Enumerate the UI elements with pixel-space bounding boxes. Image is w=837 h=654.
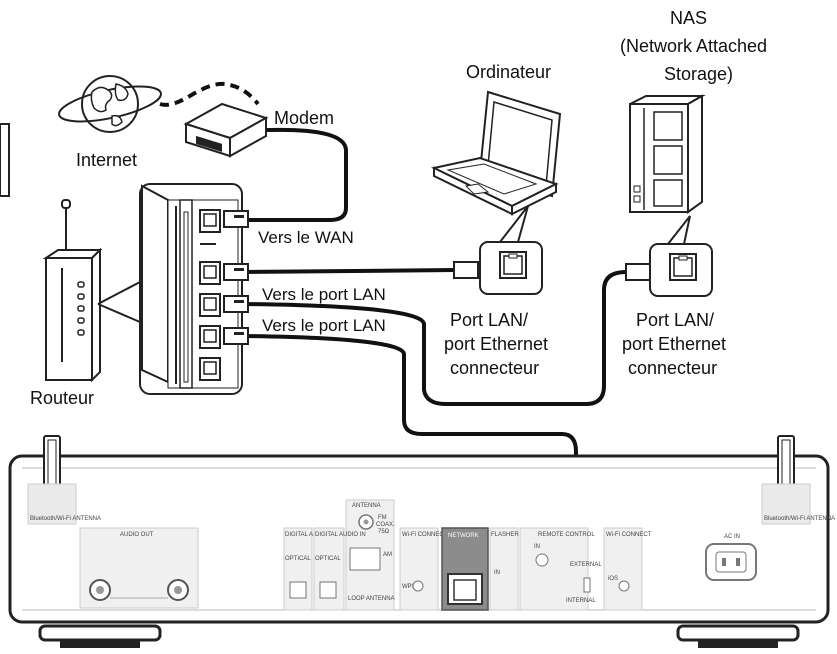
bt-right-label: Bluetooth/Wi-Fi ANTENNA xyxy=(764,516,835,522)
receiver-rear-panel: Bluetooth/Wi-Fi ANTENNA Bluetooth/Wi-Fi … xyxy=(8,435,835,648)
loop-antenna-label: LOOP ANTENNA xyxy=(348,596,395,602)
connector-lan-nas xyxy=(223,295,249,313)
antenna-label: ANTENNA xyxy=(352,503,381,509)
nas-port-label-line1: Port LAN/ xyxy=(636,310,714,330)
nas-tower-icon xyxy=(629,94,706,214)
bt-left-label: Bluetooth/Wi-Fi ANTENNA xyxy=(30,516,101,522)
external-label: EXTERNAL xyxy=(570,562,602,568)
nas-sub-label-1: (Network Attached xyxy=(620,36,767,56)
connector-lan-pc xyxy=(223,263,249,281)
wps-label: WPS xyxy=(402,584,416,590)
to-lan-label-2: Vers le port LAN xyxy=(262,316,386,335)
optical-in-port xyxy=(319,581,337,599)
am-terminal xyxy=(349,547,381,571)
nas-label: NAS xyxy=(670,8,707,28)
modem-label: Modem xyxy=(274,108,334,128)
wifi-connect-left-label: Wi-Fi CONNECT xyxy=(402,532,448,538)
connector-nas-end xyxy=(625,263,651,281)
connector-wan xyxy=(223,210,249,228)
cable-modem-wan xyxy=(242,127,348,222)
ohm-label: 75Ω xyxy=(378,529,390,535)
router-icon xyxy=(42,199,103,383)
laptop-icon xyxy=(430,90,562,216)
remote-in-jack xyxy=(535,553,549,567)
wps-button xyxy=(412,580,424,592)
to-lan-label-1: Vers le port LAN xyxy=(262,285,386,304)
pc-lan-port-callout xyxy=(479,205,543,295)
page-tab-marker xyxy=(0,123,10,197)
am-label: AM xyxy=(383,552,392,558)
zoom-line-top xyxy=(97,281,141,305)
wifi-connect-right-label: Wi-Fi CONNECT xyxy=(606,532,652,538)
pc-port-label-line3: connecteur xyxy=(450,358,539,378)
coax-label: COAX. xyxy=(376,522,395,528)
receiver-foot-left xyxy=(38,624,162,642)
computer-label: Ordinateur xyxy=(466,62,551,82)
remote-in-label: IN xyxy=(534,544,540,550)
internet-modem-dashed-link xyxy=(159,81,260,107)
zoom-line-bottom xyxy=(97,303,141,323)
network-label: NETWORK xyxy=(448,533,479,539)
flasher-in-label: IN xyxy=(494,570,500,576)
nas-sub-label-2: Storage) xyxy=(664,64,733,84)
nas-lan-port-callout xyxy=(649,215,713,297)
optical-in-label: OPTICAL xyxy=(315,556,341,562)
flasher-label: FLASHER xyxy=(491,532,519,538)
connector-lan-receiver xyxy=(223,327,249,345)
ac-in-label: AC IN xyxy=(724,534,740,540)
pc-port-label-line1: Port LAN/ xyxy=(450,310,528,330)
optical-out-port xyxy=(289,581,307,599)
optical-out-label: OPTICAL xyxy=(285,556,311,562)
ios-button xyxy=(618,580,630,592)
pc-port-label-line2: port Ethernet xyxy=(444,334,548,354)
remote-control-label: REMOTE CONTROL xyxy=(538,532,595,538)
fm-label: FM xyxy=(378,515,387,521)
receiver-foot-right xyxy=(676,624,800,642)
remote-switch xyxy=(583,577,591,593)
nas-port-label-line3: connecteur xyxy=(628,358,717,378)
audio-out-label: AUDIO OUT xyxy=(120,532,154,538)
cable-router-computer xyxy=(242,268,458,274)
to-wan-label: Vers le WAN xyxy=(258,228,354,247)
digital-audio-in-label: DIGITAL AUDIO IN xyxy=(315,532,366,538)
internet-label: Internet xyxy=(76,150,137,170)
router-label: Routeur xyxy=(30,388,94,408)
modem-icon xyxy=(183,102,269,158)
ios-label: iOS xyxy=(608,576,618,582)
cable-router-nas xyxy=(242,270,628,406)
connector-pc-end xyxy=(453,261,479,279)
internet-globe-icon xyxy=(58,75,162,133)
internal-label: INTERNAL xyxy=(566,598,596,604)
router-port-panel xyxy=(139,183,243,395)
nas-port-label-line2: port Ethernet xyxy=(622,334,726,354)
